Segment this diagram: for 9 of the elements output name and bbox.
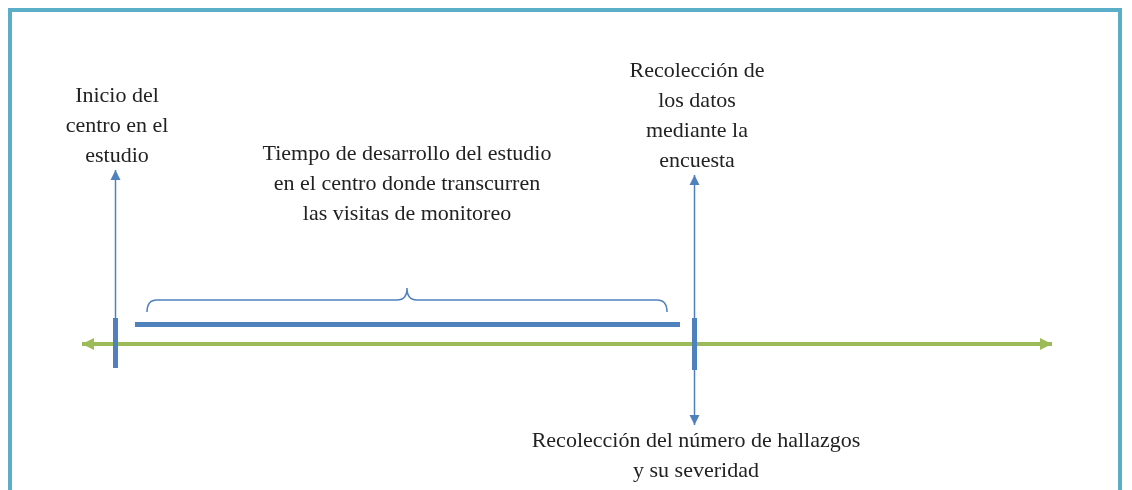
event-label: Recolección del número de hallazgos y su severidad	[526, 425, 866, 485]
arrow	[689, 369, 700, 426]
event-label: Recolección de los datos mediante la encuesta	[617, 55, 777, 175]
event-label: Inicio del centro en el estudio	[52, 80, 182, 170]
tick-mark	[692, 318, 697, 370]
tick-mark	[113, 318, 118, 368]
bracket-label: Tiempo de desarrollo del estudio en el centro donde transcurren las visitas de monitoreo	[262, 139, 552, 227]
arrow	[110, 169, 121, 319]
arrow	[689, 174, 700, 319]
